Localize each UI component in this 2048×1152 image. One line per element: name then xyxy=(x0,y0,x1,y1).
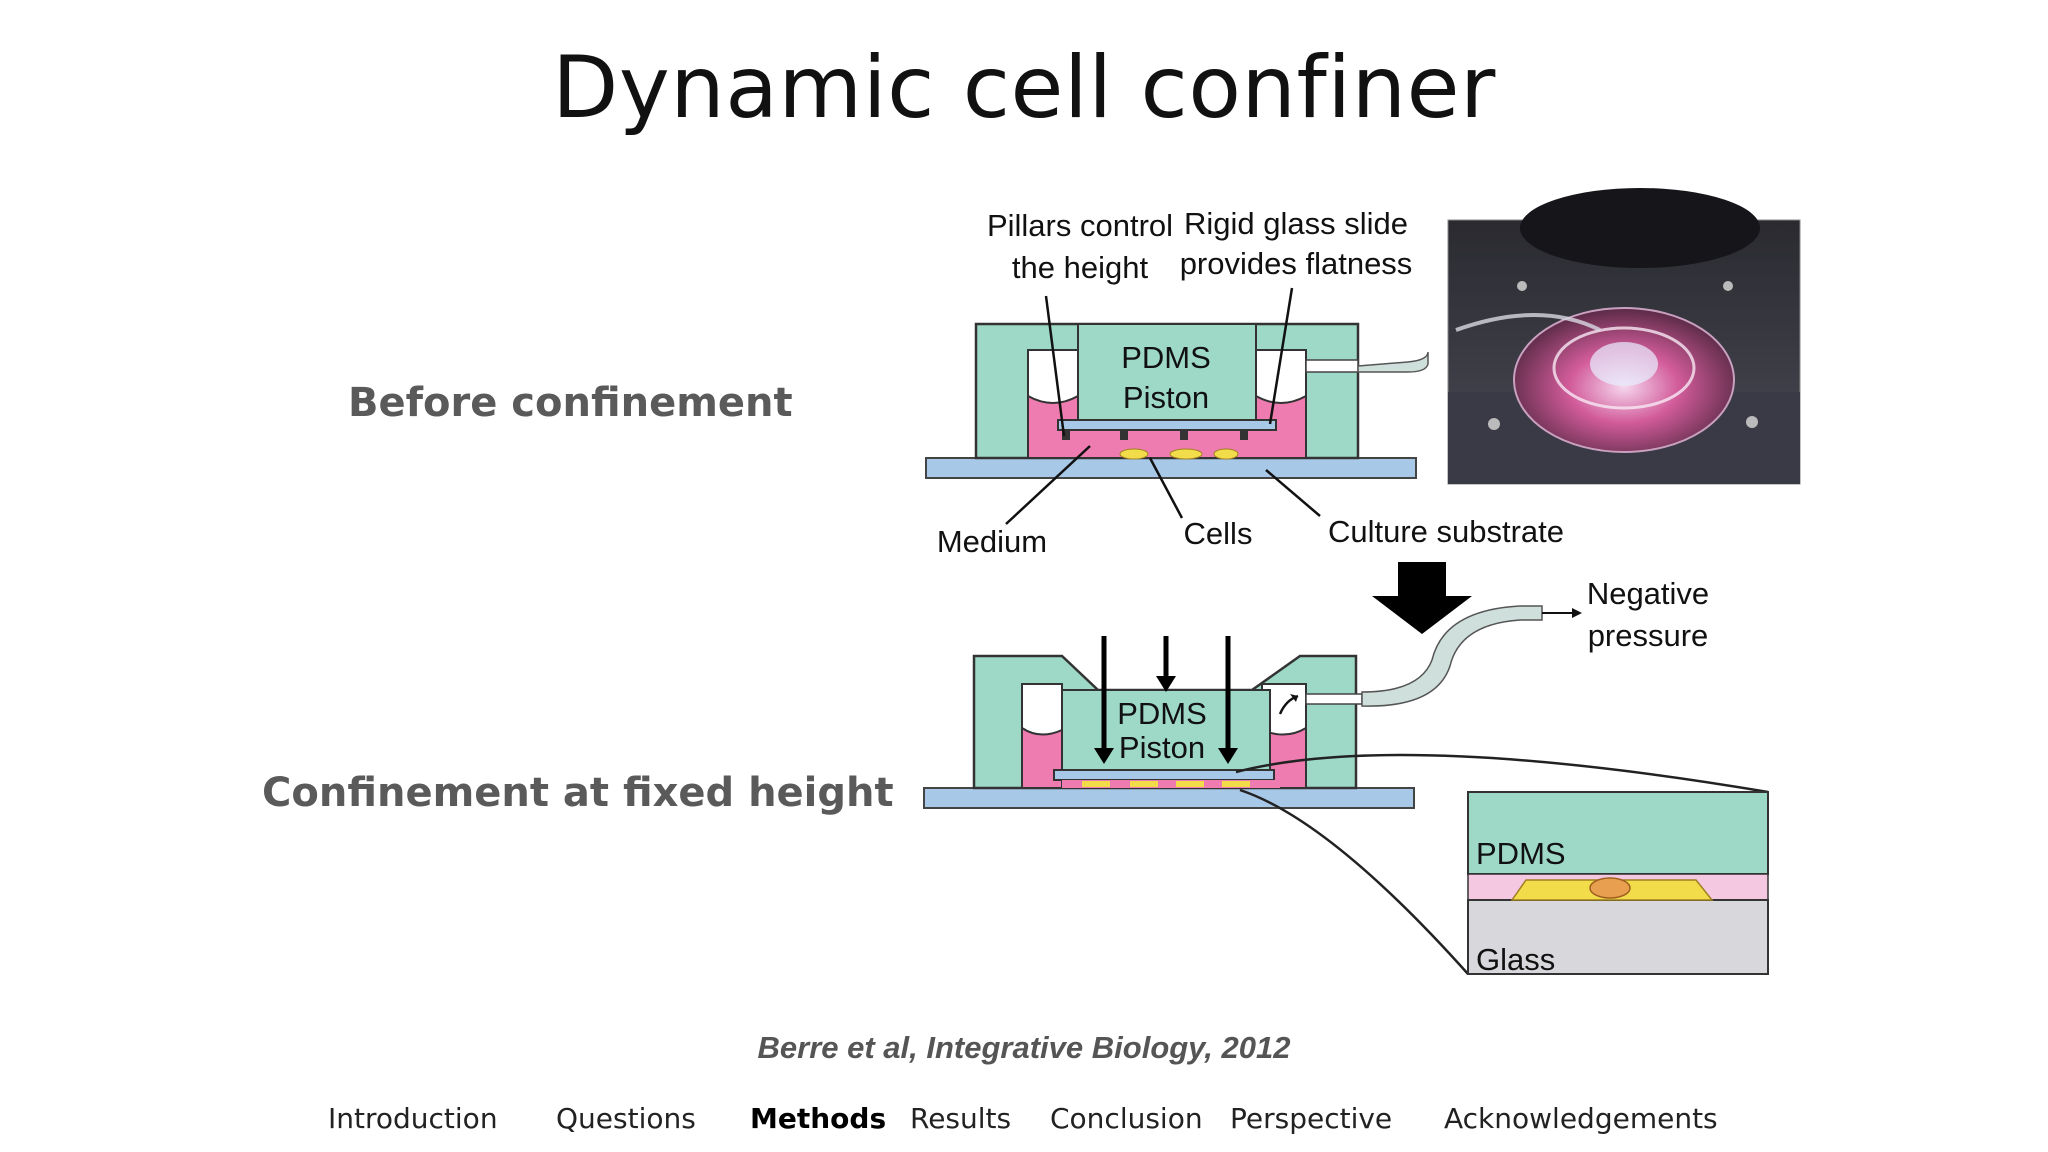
zoom-inset: PDMS Glass xyxy=(1467,791,1769,977)
negative-pressure-line1: Negative xyxy=(1587,576,1709,611)
slide-title: Dynamic cell confiner xyxy=(552,38,1496,138)
glass-annotation-line2: provides flatness xyxy=(1180,246,1413,281)
citation: Berre et al, Integrative Biology, 2012 xyxy=(757,1030,1291,1065)
nav-results[interactable]: Results xyxy=(910,1102,1012,1135)
glass-annotation-line1: Rigid glass slide xyxy=(1184,206,1408,241)
confined-piston-label-line2: Piston xyxy=(1119,730,1205,765)
transition-arrow-icon xyxy=(1372,562,1472,634)
nav-conclusion[interactable]: Conclusion xyxy=(1050,1102,1203,1135)
zoom-glass-label: Glass xyxy=(1476,942,1555,977)
pillars-annotation-line2: the height xyxy=(1012,250,1149,285)
culture-substrate-label: Culture substrate xyxy=(1328,514,1564,549)
cells-label: Cells xyxy=(1184,516,1253,551)
zoom-pdms-label: PDMS xyxy=(1476,836,1566,871)
negative-pressure-line2: pressure xyxy=(1588,618,1709,653)
section-nav: Introduction Questions Methods Results C… xyxy=(0,1102,2048,1142)
confinement-fixed-height-label: Confinement at fixed height xyxy=(262,770,894,816)
glass-slide xyxy=(1057,419,1277,431)
piston-label-line2: Piston xyxy=(1123,380,1209,415)
nav-questions[interactable]: Questions xyxy=(556,1102,696,1135)
before-confinement-label: Before confinement xyxy=(348,380,793,426)
device-confined: PDMS Piston Negative pressure xyxy=(923,576,1769,975)
device-before: Pillars control the height Rigid glass s… xyxy=(925,206,1564,559)
nav-introduction[interactable]: Introduction xyxy=(328,1102,498,1135)
nav-methods[interactable]: Methods xyxy=(750,1102,887,1135)
medium-label: Medium xyxy=(937,524,1047,559)
confined-piston-label-line1: PDMS xyxy=(1117,696,1207,731)
nav-perspective[interactable]: Perspective xyxy=(1230,1102,1393,1135)
culture-substrate-bar xyxy=(925,457,1417,479)
microscope-photo xyxy=(1447,188,1801,485)
pillars-annotation-line1: Pillars control xyxy=(987,208,1173,243)
nav-acknowledgements[interactable]: Acknowledgements xyxy=(1444,1102,1718,1135)
piston-label-line1: PDMS xyxy=(1121,340,1211,375)
